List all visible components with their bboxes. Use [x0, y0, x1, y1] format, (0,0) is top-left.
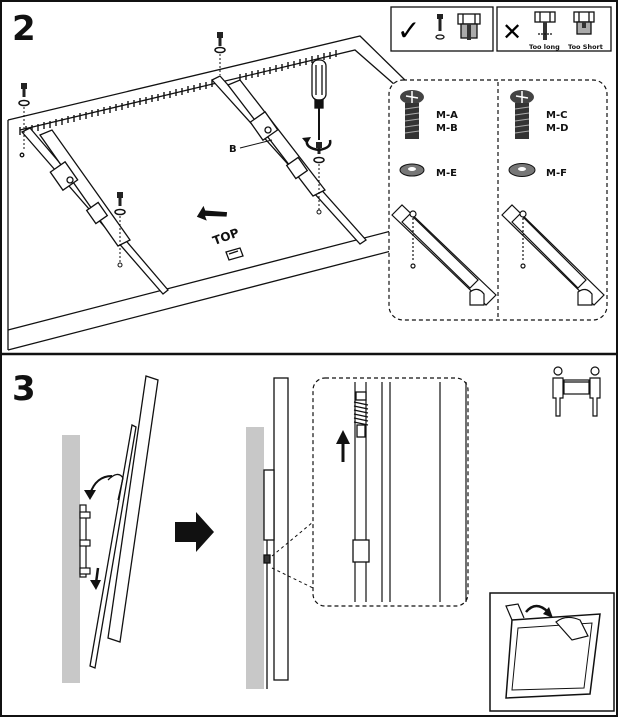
step-number-2: 2 — [12, 9, 36, 49]
screw-in-bracket-icon — [457, 13, 481, 40]
vent-slots — [19, 50, 337, 135]
too-long-label: Too long — [529, 43, 560, 51]
top-label: TOP — [211, 225, 242, 248]
hook-arrow-icon — [84, 475, 113, 500]
step-number-3: 3 — [12, 369, 36, 409]
hole-markers — [23, 54, 322, 268]
screw-icon — [18, 83, 30, 107]
tv-side-view — [89, 375, 159, 669]
washer-icon — [508, 163, 536, 177]
next-step-arrow-icon — [175, 512, 214, 552]
screw-code-label: M-D — [546, 123, 568, 134]
label-plate — [225, 247, 244, 261]
screw-code-label: M-A — [436, 110, 458, 121]
zoom-guide-lines — [271, 521, 314, 589]
too-long-screw-icon — [534, 11, 556, 40]
tilt-inset — [489, 592, 615, 712]
wall — [246, 427, 264, 689]
screw-icon — [435, 14, 445, 40]
screw-code-label: M-C — [546, 110, 567, 121]
tv-side-view — [263, 377, 289, 689]
screw-icon — [313, 142, 325, 164]
wall-plate — [79, 504, 91, 578]
screw-icon — [114, 192, 126, 216]
washer-code-label: M-E — [436, 168, 457, 179]
screw-length-guide: ✓ ✕ Too long — [390, 6, 612, 52]
top-arrow-icon — [196, 205, 228, 221]
two-person-lift-icon — [552, 366, 601, 417]
check-icon: ✓ — [397, 14, 420, 47]
spring-lock-icon — [352, 391, 370, 563]
down-arrow-icon — [90, 567, 101, 590]
washer-code-label: M-F — [546, 168, 567, 179]
cross-icon: ✕ — [502, 18, 522, 46]
incorrect-length-box — [496, 6, 612, 52]
up-arrow-icon — [336, 430, 350, 462]
bracket-label: B — [229, 144, 237, 155]
step-2-panel: 2 — [7, 6, 612, 351]
zoom-callout — [312, 377, 469, 607]
screw-code-label: M-B — [436, 123, 458, 134]
bracket-detail — [501, 204, 605, 306]
screw-icon — [214, 32, 226, 54]
step-3-panel: 3 — [12, 366, 615, 712]
too-short-screw-icon — [573, 11, 595, 35]
bracket-leader-line — [239, 139, 273, 149]
screwdriver-icon — [311, 59, 327, 140]
screw-icon — [400, 90, 424, 139]
hardware-callout: M-A M-B M-E M-C M- — [388, 79, 608, 321]
washer-icon — [399, 163, 425, 177]
bracket-detail — [391, 204, 497, 306]
rotation-arrow-icon — [302, 137, 332, 152]
right-bracket — [210, 75, 367, 245]
too-short-label: Too Short — [568, 43, 603, 51]
left-bracket — [19, 127, 169, 295]
screw-icon — [510, 90, 534, 139]
wall — [62, 435, 80, 683]
